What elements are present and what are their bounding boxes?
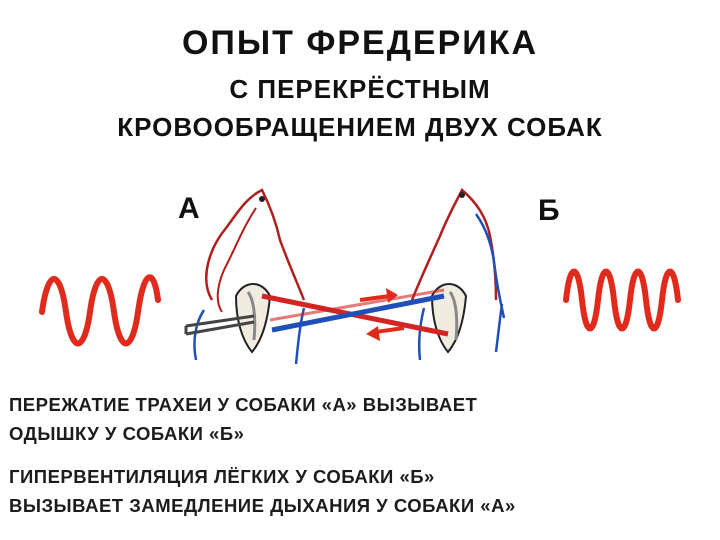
dog-a-label: А: [178, 192, 200, 225]
vein-b-to-a: [271, 293, 445, 333]
title-line-2: С ПЕРЕКРЁСТНЫМ: [229, 74, 491, 104]
dog-a-head: [193, 188, 306, 365]
caption-1-line-1: ПЕРЕЖАТИЕ ТРАХЕИ У СОБАКИ «А» ВЫЗЫВАЕТ: [9, 394, 478, 415]
artery-b-to-a: [269, 288, 445, 322]
caption-2-line-2: ВЫЗЫВАЕТ ЗАМЕДЛЕНИЕ ДЫХАНИЯ У СОБАКИ «А»: [9, 495, 516, 516]
caption-2-line-1: ГИПЕРВЕНТИЛЯЦИЯ ЛЁГКИХ У СОБАКИ «Б»: [9, 466, 435, 487]
title-line-1: ОПЫТ ФРЕДЕРИКА: [181, 24, 539, 62]
caption-1-line-2: ОДЫШКУ У СОБАКИ «Б»: [9, 423, 245, 444]
dog-b-label: Б: [538, 194, 560, 227]
flow-arrow-left: [366, 326, 405, 341]
dog-a-breathing-wave: [39, 274, 161, 347]
dog-b-breathing-wave: [563, 268, 681, 332]
caption-trachea-clamp: ПЕРЕЖАТИЕ ТРАХЕИ У СОБАКИ «А» ВЫЗЫВАЕТ О…: [9, 390, 714, 448]
dog-b-head: [410, 188, 506, 361]
title-line-3: КРОВООБРАЩЕНИЕМ ДВУХ СОБАК: [117, 112, 603, 142]
caption-hyperventilation: ГИПЕРВЕНТИЛЯЦИЯ ЛЁГКИХ У СОБАКИ «Б» ВЫЗЫ…: [9, 462, 714, 520]
trachea-clamp: [184, 314, 255, 336]
flow-arrow-right: [359, 288, 398, 303]
